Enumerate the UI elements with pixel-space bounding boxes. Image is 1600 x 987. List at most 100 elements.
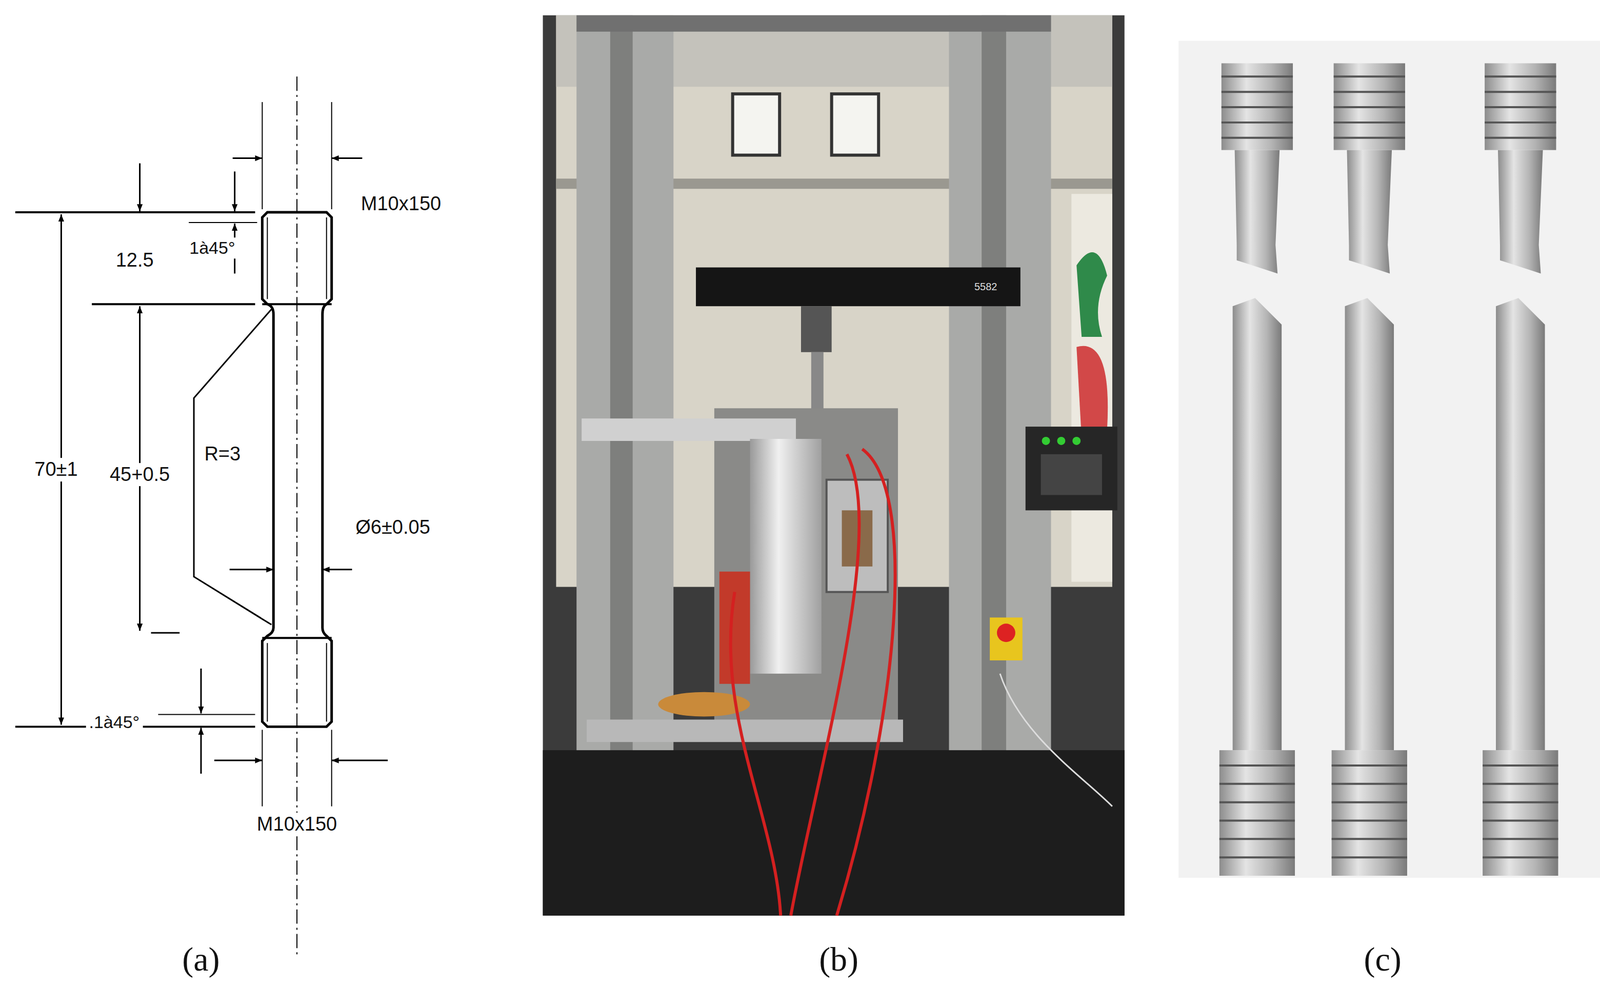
specimens-photo-part	[1331, 820, 1408, 823]
dimension-lines	[15, 102, 388, 807]
length-dimension: 70±1	[31, 457, 81, 482]
thread-dimension: M10x150	[253, 813, 340, 837]
specimens-photo-part	[1221, 136, 1293, 139]
specimens-photo-part	[1221, 121, 1293, 124]
specimens-photo-part	[1484, 90, 1556, 93]
testing-machine-photo-part	[543, 15, 1125, 916]
testing-machine-photo-part	[790, 454, 859, 916]
specimens-photo-part	[1219, 63, 1295, 876]
testing-machine-photo-part	[1041, 454, 1103, 496]
testing-machine-photo	[543, 15, 1125, 916]
dimension-lines-part	[200, 668, 202, 714]
specimens-photo-part	[1484, 75, 1556, 78]
testing-machine-photo-part	[750, 438, 822, 674]
testing-machine-photo-part	[1056, 436, 1066, 446]
panel-caption: (b)	[818, 941, 859, 979]
testing-machine-photo-part	[1000, 673, 1113, 807]
length-dimension: 12.5	[115, 249, 154, 272]
specimens-photo-part	[1221, 75, 1293, 78]
machine-model: 5582	[974, 281, 998, 293]
specimens-photo-part	[1178, 41, 1600, 878]
testing-machine-photo-part	[1076, 346, 1108, 439]
specimens-photo-part	[1219, 856, 1295, 859]
specimens-photo-part	[1219, 783, 1295, 786]
specimen-drawing-part	[262, 212, 332, 727]
testing-machine-photo-part	[811, 352, 824, 414]
specimens-photo-part	[1219, 837, 1295, 840]
specimens-photo-part	[1333, 136, 1406, 139]
testing-machine-photo-part	[831, 93, 879, 155]
specimen-drawing-part	[266, 217, 268, 299]
thread-dimension: M10x150	[361, 193, 442, 215]
testing-machine-photo-part	[1071, 193, 1113, 582]
specimen-drawing-part	[326, 643, 328, 722]
specimens-photo-part	[1333, 106, 1406, 109]
specimen-drawing-part	[326, 217, 328, 299]
length-dimension: 45+0.5	[106, 463, 173, 487]
specimens-photo-part	[1482, 783, 1558, 786]
specimens-photo-part	[1234, 150, 1280, 274]
testing-machine-photo-part	[1076, 252, 1108, 337]
testing-machine-photo-part	[695, 267, 1021, 307]
dimension-lines-part	[331, 157, 363, 159]
testing-machine-photo-part	[732, 93, 780, 155]
specimens-photo-part	[1333, 75, 1406, 78]
specimens-photo-part	[1331, 783, 1408, 786]
specimens-photo-part	[1219, 764, 1295, 767]
testing-machine-photo-part	[801, 306, 832, 353]
panel-caption: (c)	[1364, 941, 1402, 979]
specimens-photo-part	[1333, 90, 1406, 93]
specimens-photo-part	[1219, 820, 1295, 823]
testing-machine-photo-part	[543, 750, 1125, 916]
testing-machine-photo-part	[586, 719, 904, 743]
testing-machine-photo-part	[1072, 436, 1081, 446]
dimension-lines-part	[261, 102, 263, 210]
specimens-photo-part	[1482, 820, 1558, 823]
testing-machine-photo-part	[576, 15, 1051, 32]
specimens-photo-part	[1331, 837, 1408, 840]
specimens-photo-part	[1219, 801, 1295, 804]
testing-machine-photo-part	[1042, 436, 1051, 446]
chamfer-dimension: 1à45°	[186, 237, 238, 259]
testing-machine-photo-part	[996, 623, 1016, 643]
specimens-photo-part	[1482, 764, 1558, 767]
specimens-photo-part	[1221, 106, 1293, 109]
specimens-photo-part	[1219, 750, 1295, 876]
specimens-photo-part	[1482, 837, 1558, 840]
chamfer-dimension: .1à45°	[86, 712, 144, 734]
dimension-lines-part	[138, 163, 141, 212]
panel-caption: (a)	[182, 941, 220, 979]
specimens-photo-part	[1232, 297, 1283, 751]
testing-machine-photo-part	[610, 15, 633, 766]
specimens-photo-part	[1331, 801, 1408, 804]
testing-machine-photo-part	[576, 15, 674, 766]
specimens-photo-part	[1331, 764, 1408, 767]
dimension-lines-part	[233, 171, 236, 212]
dimension-lines-part	[322, 568, 353, 571]
dimension-lines-part	[150, 632, 180, 634]
dimension-lines-part	[214, 760, 263, 762]
dimension-lines-part	[91, 303, 255, 306]
specimens-photo-part	[1484, 136, 1556, 139]
dimension-lines-part	[331, 760, 388, 762]
radius-dimension: R=3	[204, 443, 241, 466]
testing-machine-photo-part	[949, 15, 1052, 766]
specimens-photo-part	[1221, 63, 1293, 150]
dimension-lines-part	[200, 727, 202, 774]
dimension-lines-part	[331, 729, 333, 807]
testing-machine-photo-part	[730, 592, 782, 916]
testing-machine-photo-part	[989, 617, 1023, 661]
specimen-drawing-part	[266, 643, 268, 722]
specimens-photo-part	[1219, 76, 1559, 858]
specimens-photo	[1178, 41, 1600, 878]
specimens-photo-part	[1331, 856, 1408, 859]
specimens-photo-part	[1482, 63, 1558, 876]
specimens-photo-part	[1482, 856, 1558, 859]
dimension-lines-part	[15, 211, 256, 214]
specimen-drawing-part	[262, 636, 332, 639]
specimens-photo-part	[1482, 801, 1558, 804]
specimens-photo-part	[1331, 63, 1408, 876]
dimension-lines-part	[232, 157, 263, 159]
